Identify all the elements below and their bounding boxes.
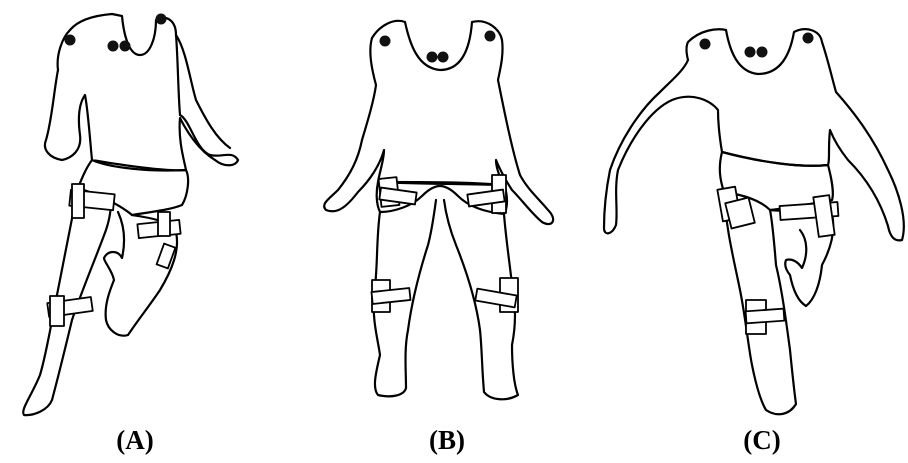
marker-dot: [757, 47, 768, 58]
figure-c-torso: [604, 29, 904, 240]
figure-a-right-arm: [176, 35, 230, 148]
marker-dot: [700, 39, 711, 50]
marker-dot: [65, 35, 76, 46]
marker-dot: [380, 36, 391, 47]
panel-label-b: (B): [407, 425, 487, 456]
marker-dot: [803, 33, 814, 44]
marker-dot: [745, 47, 756, 58]
marker-dot: [427, 52, 438, 63]
marker-dot: [120, 41, 131, 52]
marker-dot: [156, 14, 167, 25]
sensor-band: [50, 296, 64, 326]
panel-label-c: (C): [722, 425, 802, 456]
marker-dot: [108, 41, 119, 52]
sensor-band: [746, 309, 785, 324]
panel-label-a: (A): [95, 425, 175, 456]
sensor-band: [725, 197, 755, 228]
sensor-band: [813, 195, 834, 237]
figure-b-standing: [324, 21, 553, 399]
figure-b-torso: [324, 21, 553, 224]
marker-dot: [438, 52, 449, 63]
figure-c-raised-knee: [604, 29, 904, 414]
marker-dot: [485, 31, 496, 42]
sensor-band: [72, 184, 84, 218]
figure-a-running: [23, 14, 238, 416]
sensor-band: [158, 212, 170, 236]
